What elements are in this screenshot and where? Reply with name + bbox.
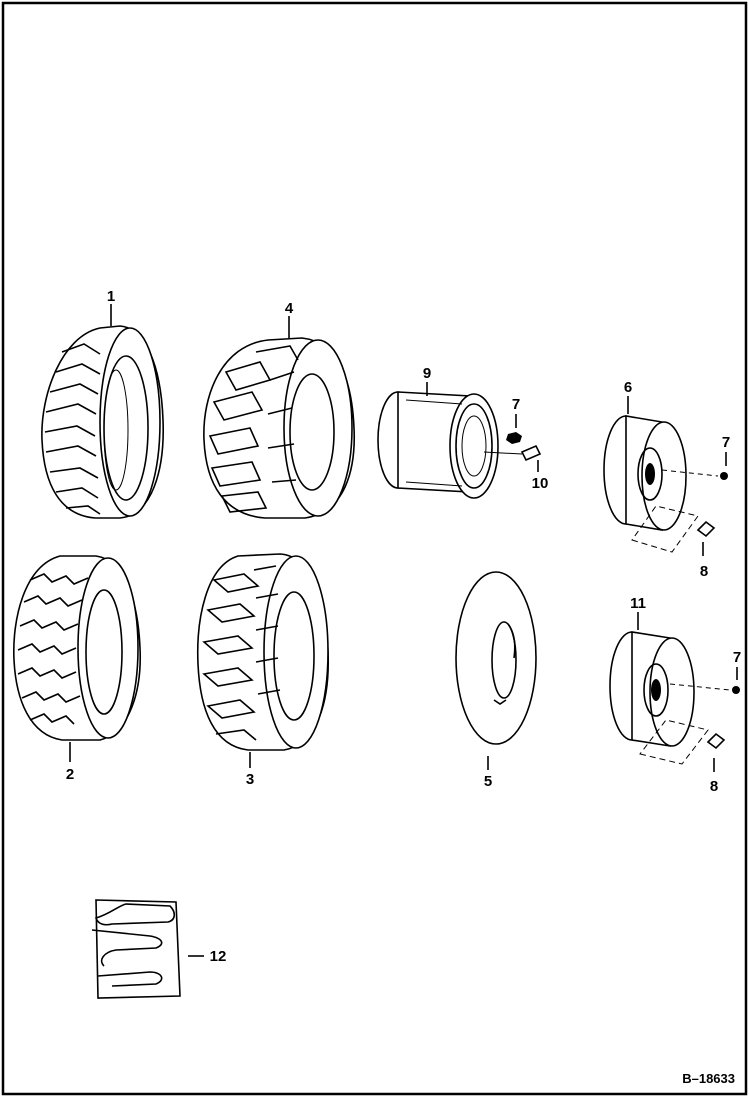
callout-wheel-6: 6 xyxy=(624,379,632,396)
callout-rim-9: 9 xyxy=(423,365,431,382)
callout-stud-8b: 8 xyxy=(710,778,718,795)
callout-tire-1: 1 xyxy=(107,288,115,305)
wheel-11-drawing xyxy=(609,612,740,772)
callout-tread-12: 12 xyxy=(210,948,227,965)
tire-4-drawing xyxy=(203,316,356,519)
callout-tire-4: 4 xyxy=(285,300,294,317)
wheel-6-drawing xyxy=(603,396,728,556)
callout-tire-3: 3 xyxy=(246,771,254,788)
nut-7a-drawing xyxy=(506,414,522,444)
callout-stud-8a: 8 xyxy=(700,563,708,580)
tire-2-drawing xyxy=(12,555,141,762)
callout-nut-7c: 7 xyxy=(733,649,741,666)
valve-10-drawing xyxy=(483,444,542,472)
callout-wheel-11: 11 xyxy=(630,595,646,612)
callout-nut-7a: 7 xyxy=(512,396,520,413)
callout-tube-5: 5 xyxy=(484,773,492,790)
tube-5-drawing xyxy=(455,571,537,770)
figure-number: B–18633 xyxy=(682,1071,735,1086)
callout-nut-7b: 7 xyxy=(722,434,730,451)
tread-12-drawing xyxy=(91,899,204,999)
callout-tire-2: 2 xyxy=(66,766,74,783)
callout-valve-10: 10 xyxy=(532,475,549,492)
tire-3-drawing xyxy=(196,553,330,768)
tire-1-drawing xyxy=(41,304,164,519)
rim-9-drawing xyxy=(377,382,499,499)
